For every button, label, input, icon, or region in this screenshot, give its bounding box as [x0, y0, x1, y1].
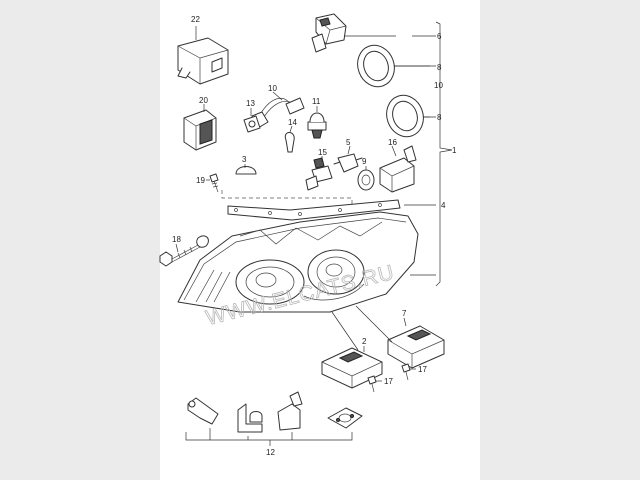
control-module-part-7: [355, 305, 445, 369]
adjuster-part-9: [357, 166, 375, 191]
callout-9: 9: [362, 157, 367, 166]
bulb-part-11: [307, 106, 327, 139]
callout-7: 7: [402, 309, 407, 318]
trim-strip-part-4: [227, 199, 401, 221]
callout-20: 20: [199, 96, 208, 105]
callout-11: 11: [312, 97, 321, 106]
callout-13: 13: [246, 99, 255, 108]
screw-part-17-left: [367, 375, 382, 393]
screw-part-19: [206, 173, 219, 193]
callout-6: 6: [437, 32, 442, 41]
callout-14: 14: [288, 118, 297, 127]
screw-part-17-right: [401, 363, 416, 381]
leveling-motor-part-6: [311, 13, 396, 53]
repair-bracket-set-part-12: [185, 391, 363, 446]
seal-ring-part-8-upper: [357, 44, 430, 88]
bulb-part-15: [305, 156, 333, 191]
callout-2: 2: [362, 337, 367, 346]
seal-ring-part-8-lower: [386, 94, 430, 138]
callout-3: 3: [242, 155, 247, 164]
callout-17-right: 17: [418, 365, 427, 374]
callout-19: 19: [196, 176, 205, 185]
headlamp-housing-part-1: [177, 211, 419, 313]
callout-8-lower: 8: [437, 113, 442, 122]
callout-1: 1: [452, 146, 457, 155]
callout-4: 4: [441, 201, 446, 210]
callout-12: 12: [266, 448, 275, 457]
callout-17-left: 17: [384, 377, 393, 386]
assembly-guide-line: [221, 190, 353, 206]
bolt-part-18: [159, 235, 209, 267]
control-unit-part-22: [177, 26, 229, 85]
callout-labels: 22 6 8 10 8 10 11 13 14 20 1 5 16 15 9 3…: [172, 15, 457, 457]
connector-part-20: [183, 104, 217, 151]
callout-15: 15: [318, 148, 327, 157]
callout-10: 10: [268, 84, 277, 93]
bulb-part-14: [284, 125, 295, 153]
callout-16: 16: [388, 138, 397, 147]
bulb-socket-part-13: [243, 108, 261, 133]
xenon-bulb-part-16: [379, 145, 417, 193]
callout-8-upper: 8: [437, 63, 442, 72]
callout-10-right: 10: [434, 81, 443, 90]
callout-5: 5: [346, 138, 351, 147]
callout-22: 22: [191, 15, 200, 24]
ballast-unit-part-2: [321, 311, 383, 389]
retaining-clip-part-5: [333, 145, 363, 173]
callout-18: 18: [172, 235, 181, 244]
cap-part-3: [235, 164, 257, 175]
